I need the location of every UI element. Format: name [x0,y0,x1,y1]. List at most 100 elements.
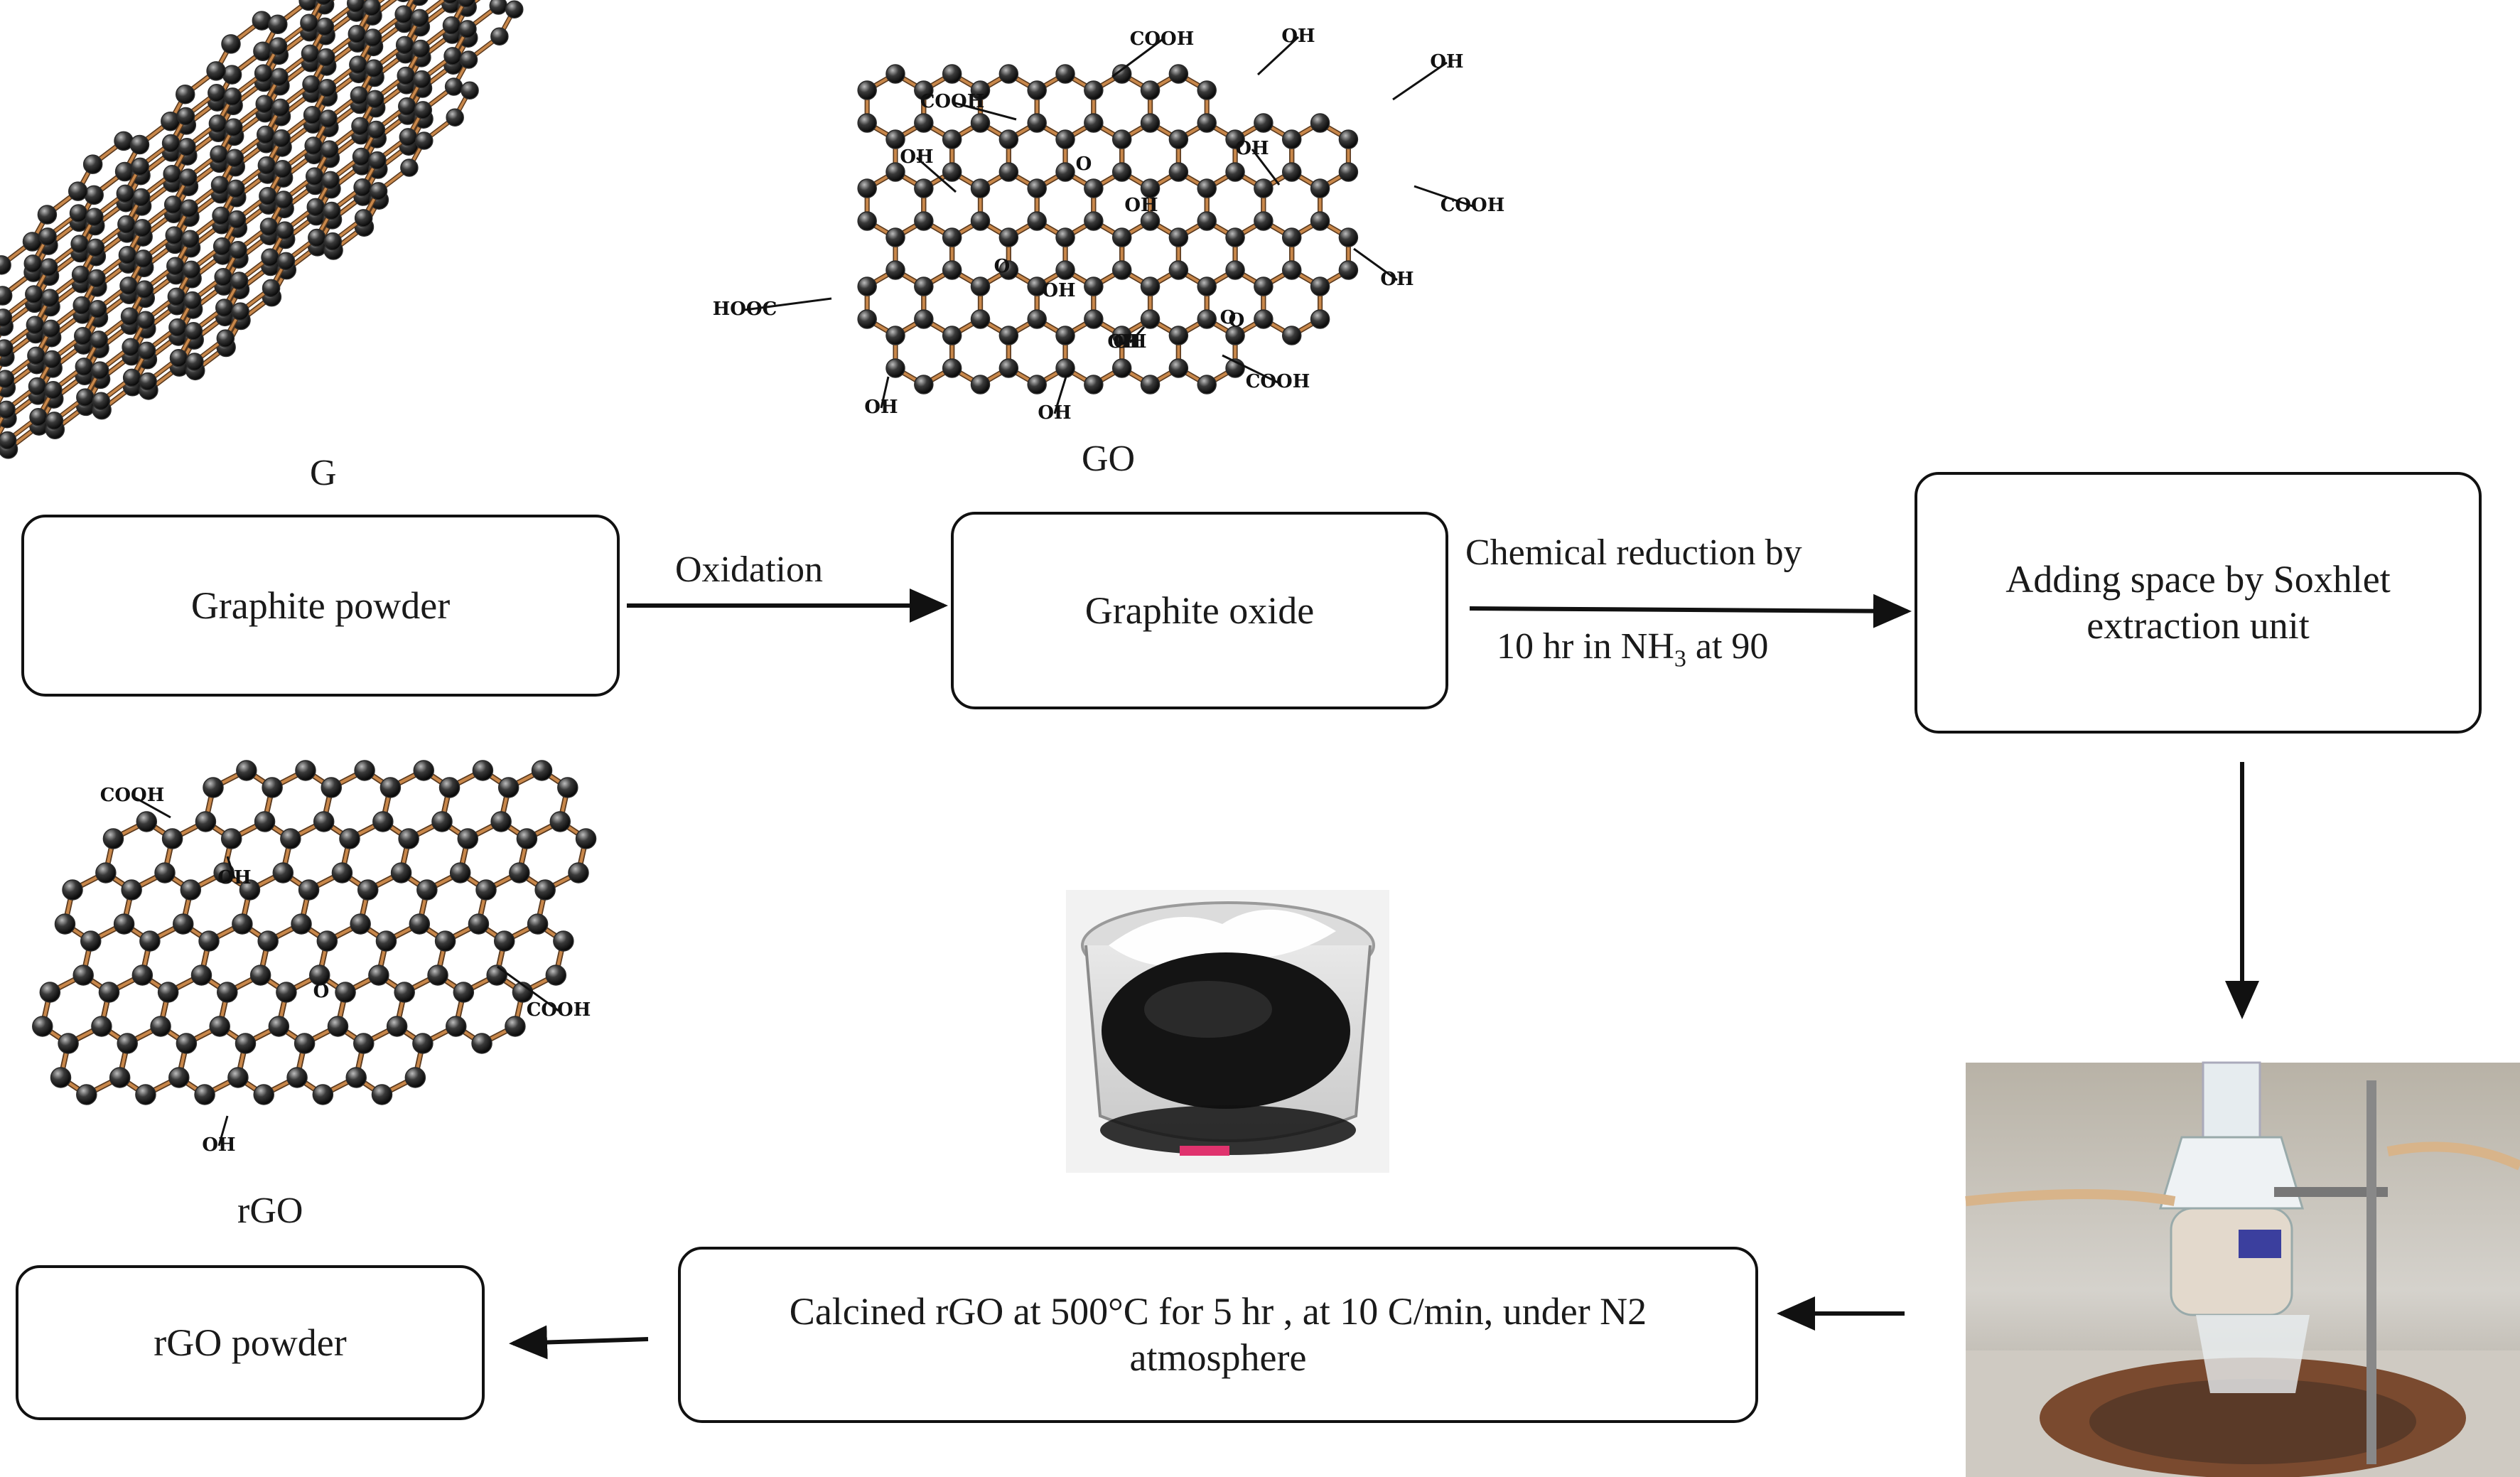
carbon-atom [1084,309,1104,329]
carbon-atom [413,760,435,781]
carbon-atom [118,245,137,264]
carbon-atom [335,982,356,1003]
carbon-atom [458,20,477,38]
carbon-atom [58,1033,79,1054]
carbon-atom [302,75,321,94]
carbon-atom [136,811,158,832]
functional-group-label: O [1076,154,1092,175]
carbon-atom [185,353,204,371]
carbon-atom [1140,276,1161,296]
carbon-atom [490,811,512,832]
carbon-atom [27,346,45,365]
carbon-atom [167,287,186,306]
carbon-atom [225,118,243,136]
carbon-atom [303,106,322,124]
carbon-atom [133,218,152,237]
carbon-atom [1140,113,1161,133]
functional-group-bond [744,297,832,311]
carbon-atom [1140,309,1161,329]
carbon-atom [102,828,124,849]
carbon-atom [150,1016,171,1037]
carbon-atom [217,982,238,1003]
carbon-atom [131,965,154,986]
carbon-atom [446,108,464,127]
carbon-atom [390,862,412,883]
carbon-atom [261,248,279,267]
carbon-atom [38,227,57,246]
carbon-atom [222,65,242,85]
carbon-atom [280,828,301,849]
carbon-atom [181,230,200,248]
carbon-atom [45,412,64,430]
carbon-atom [350,913,371,935]
functional-group-label: OH [1281,26,1315,47]
carbon-atom [1111,326,1132,345]
carbon-atom [208,114,227,133]
carbon-atom [885,162,905,182]
carbon-atom [122,368,141,387]
carbon-atom [1281,162,1302,182]
carbon-atom [274,190,294,209]
carbon-atom [304,136,323,155]
carbon-atom [490,27,509,45]
carbon-atom [92,392,111,410]
carbon-atom [354,209,373,227]
soxhlet-apparatus-photo [1965,1061,2520,1477]
carbon-atom [257,125,275,144]
carbon-atom [438,777,461,798]
carbon-atom [316,17,335,36]
carbon-atom [312,1084,334,1105]
carbon-atom [1055,64,1075,84]
carbon-atom [176,107,195,126]
carbon-atom [286,1067,308,1088]
carbon-atom [411,39,430,58]
carbon-atom [268,1016,290,1037]
carbon-atom [398,828,419,849]
carbon-atom [86,238,105,257]
carbon-atom [434,930,456,952]
carbon-atom [276,982,297,1003]
carbon-atom [88,299,107,318]
carbon-atom [942,129,962,149]
label-reduction-line1: Chemical reduction by [1465,532,1802,573]
carbon-atom [272,862,294,883]
carbon-atom [1055,326,1075,345]
carbon-atom [194,1084,215,1105]
functional-group-label: O [1220,307,1237,328]
carbon-atom [453,982,475,1003]
functional-group-bond [916,156,957,193]
carbon-atom [0,431,17,450]
carbon-atom [531,760,553,781]
functional-group-bond [1222,354,1278,384]
carbon-atom [914,276,934,296]
carbon-atom [1310,309,1330,329]
carbon-atom [527,913,549,935]
carbon-atom [235,1033,257,1054]
carbon-atom [257,930,279,952]
functional-group-label: OH [1235,138,1269,159]
box-calcined: Calcined rGO at 500°C for 5 hr , at 10 C… [678,1247,1758,1423]
carbon-atom [357,879,379,901]
carbon-atom [28,377,47,396]
carbon-atom [182,260,201,279]
carbon-atom [1254,211,1274,231]
carbon-atom [410,0,429,6]
carbon-atom [135,1084,156,1105]
carbon-atom [213,862,235,883]
carbon-atom [316,930,338,952]
carbon-atom [468,913,490,935]
carbon-atom [914,309,934,329]
carbon-atom [203,777,224,798]
rgo-powder-photo [1066,890,1389,1173]
carbon-atom [1111,162,1132,182]
carbon-atom [443,0,458,4]
carbon-atom [276,252,296,271]
carbon-atom [970,113,991,133]
carbon-atom [1168,358,1189,378]
carbon-atom [294,1033,316,1054]
carbon-atom [1168,64,1189,84]
carbon-atom [363,28,382,47]
carbon-atom [942,326,962,345]
carbon-atom [942,162,962,182]
carbon-atom [1197,113,1217,133]
